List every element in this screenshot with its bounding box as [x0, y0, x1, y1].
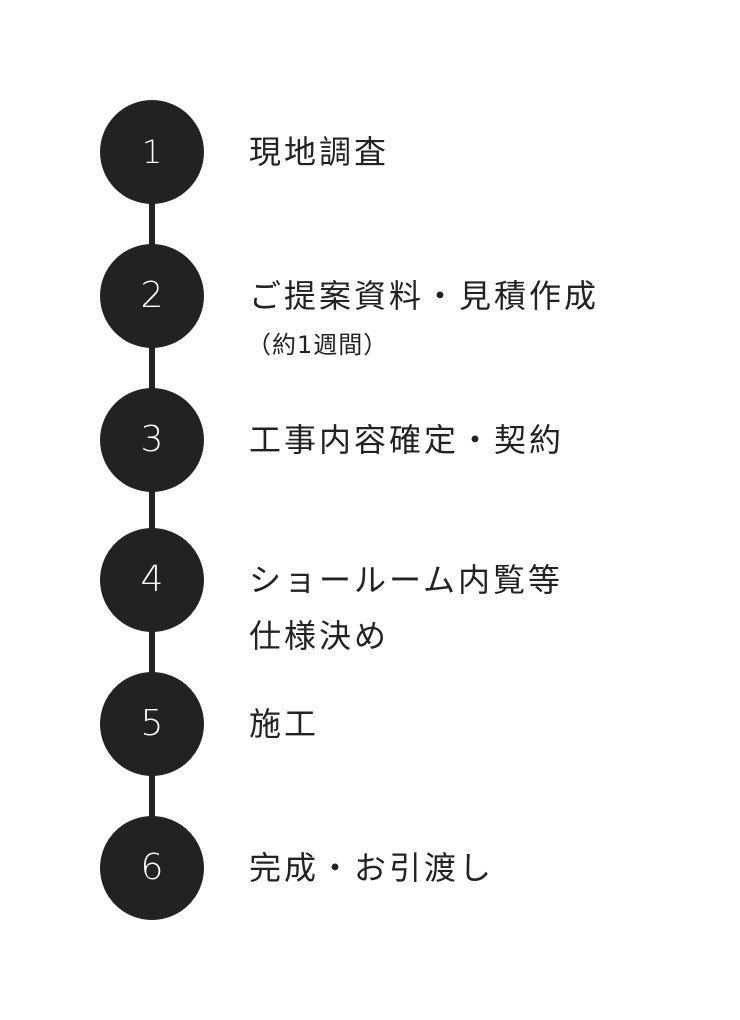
step-4-label-line2: 仕様決め [249, 617, 390, 655]
step-5-circle: 5 [100, 672, 204, 776]
step-5-label: 施工 [249, 705, 320, 743]
step-2-note: （約1週間） [247, 331, 389, 359]
step-4-circle: 4 [100, 528, 204, 632]
step-2-number: 2 [140, 275, 164, 316]
step-6-number: 6 [140, 847, 164, 888]
step-4-label-line1: ショールーム内覧等 [249, 561, 564, 599]
step-1-label: 現地調査 [249, 133, 390, 171]
step-1-number: 1 [141, 133, 163, 171]
step-4-number: 4 [140, 559, 164, 600]
step-2-circle: 2 [100, 244, 204, 348]
flow-connector-line [149, 152, 155, 868]
step-3-number: 3 [140, 419, 164, 460]
step-1-circle: 1 [100, 100, 204, 204]
step-3-circle: 3 [100, 388, 204, 492]
step-6-circle: 6 [100, 816, 204, 920]
step-5-number: 5 [140, 703, 164, 744]
step-2-label: ご提案資料・見積作成 [249, 277, 600, 315]
step-6-label: 完成・お引渡し [249, 849, 495, 887]
step-3-label: 工事内容確定・契約 [249, 421, 565, 459]
